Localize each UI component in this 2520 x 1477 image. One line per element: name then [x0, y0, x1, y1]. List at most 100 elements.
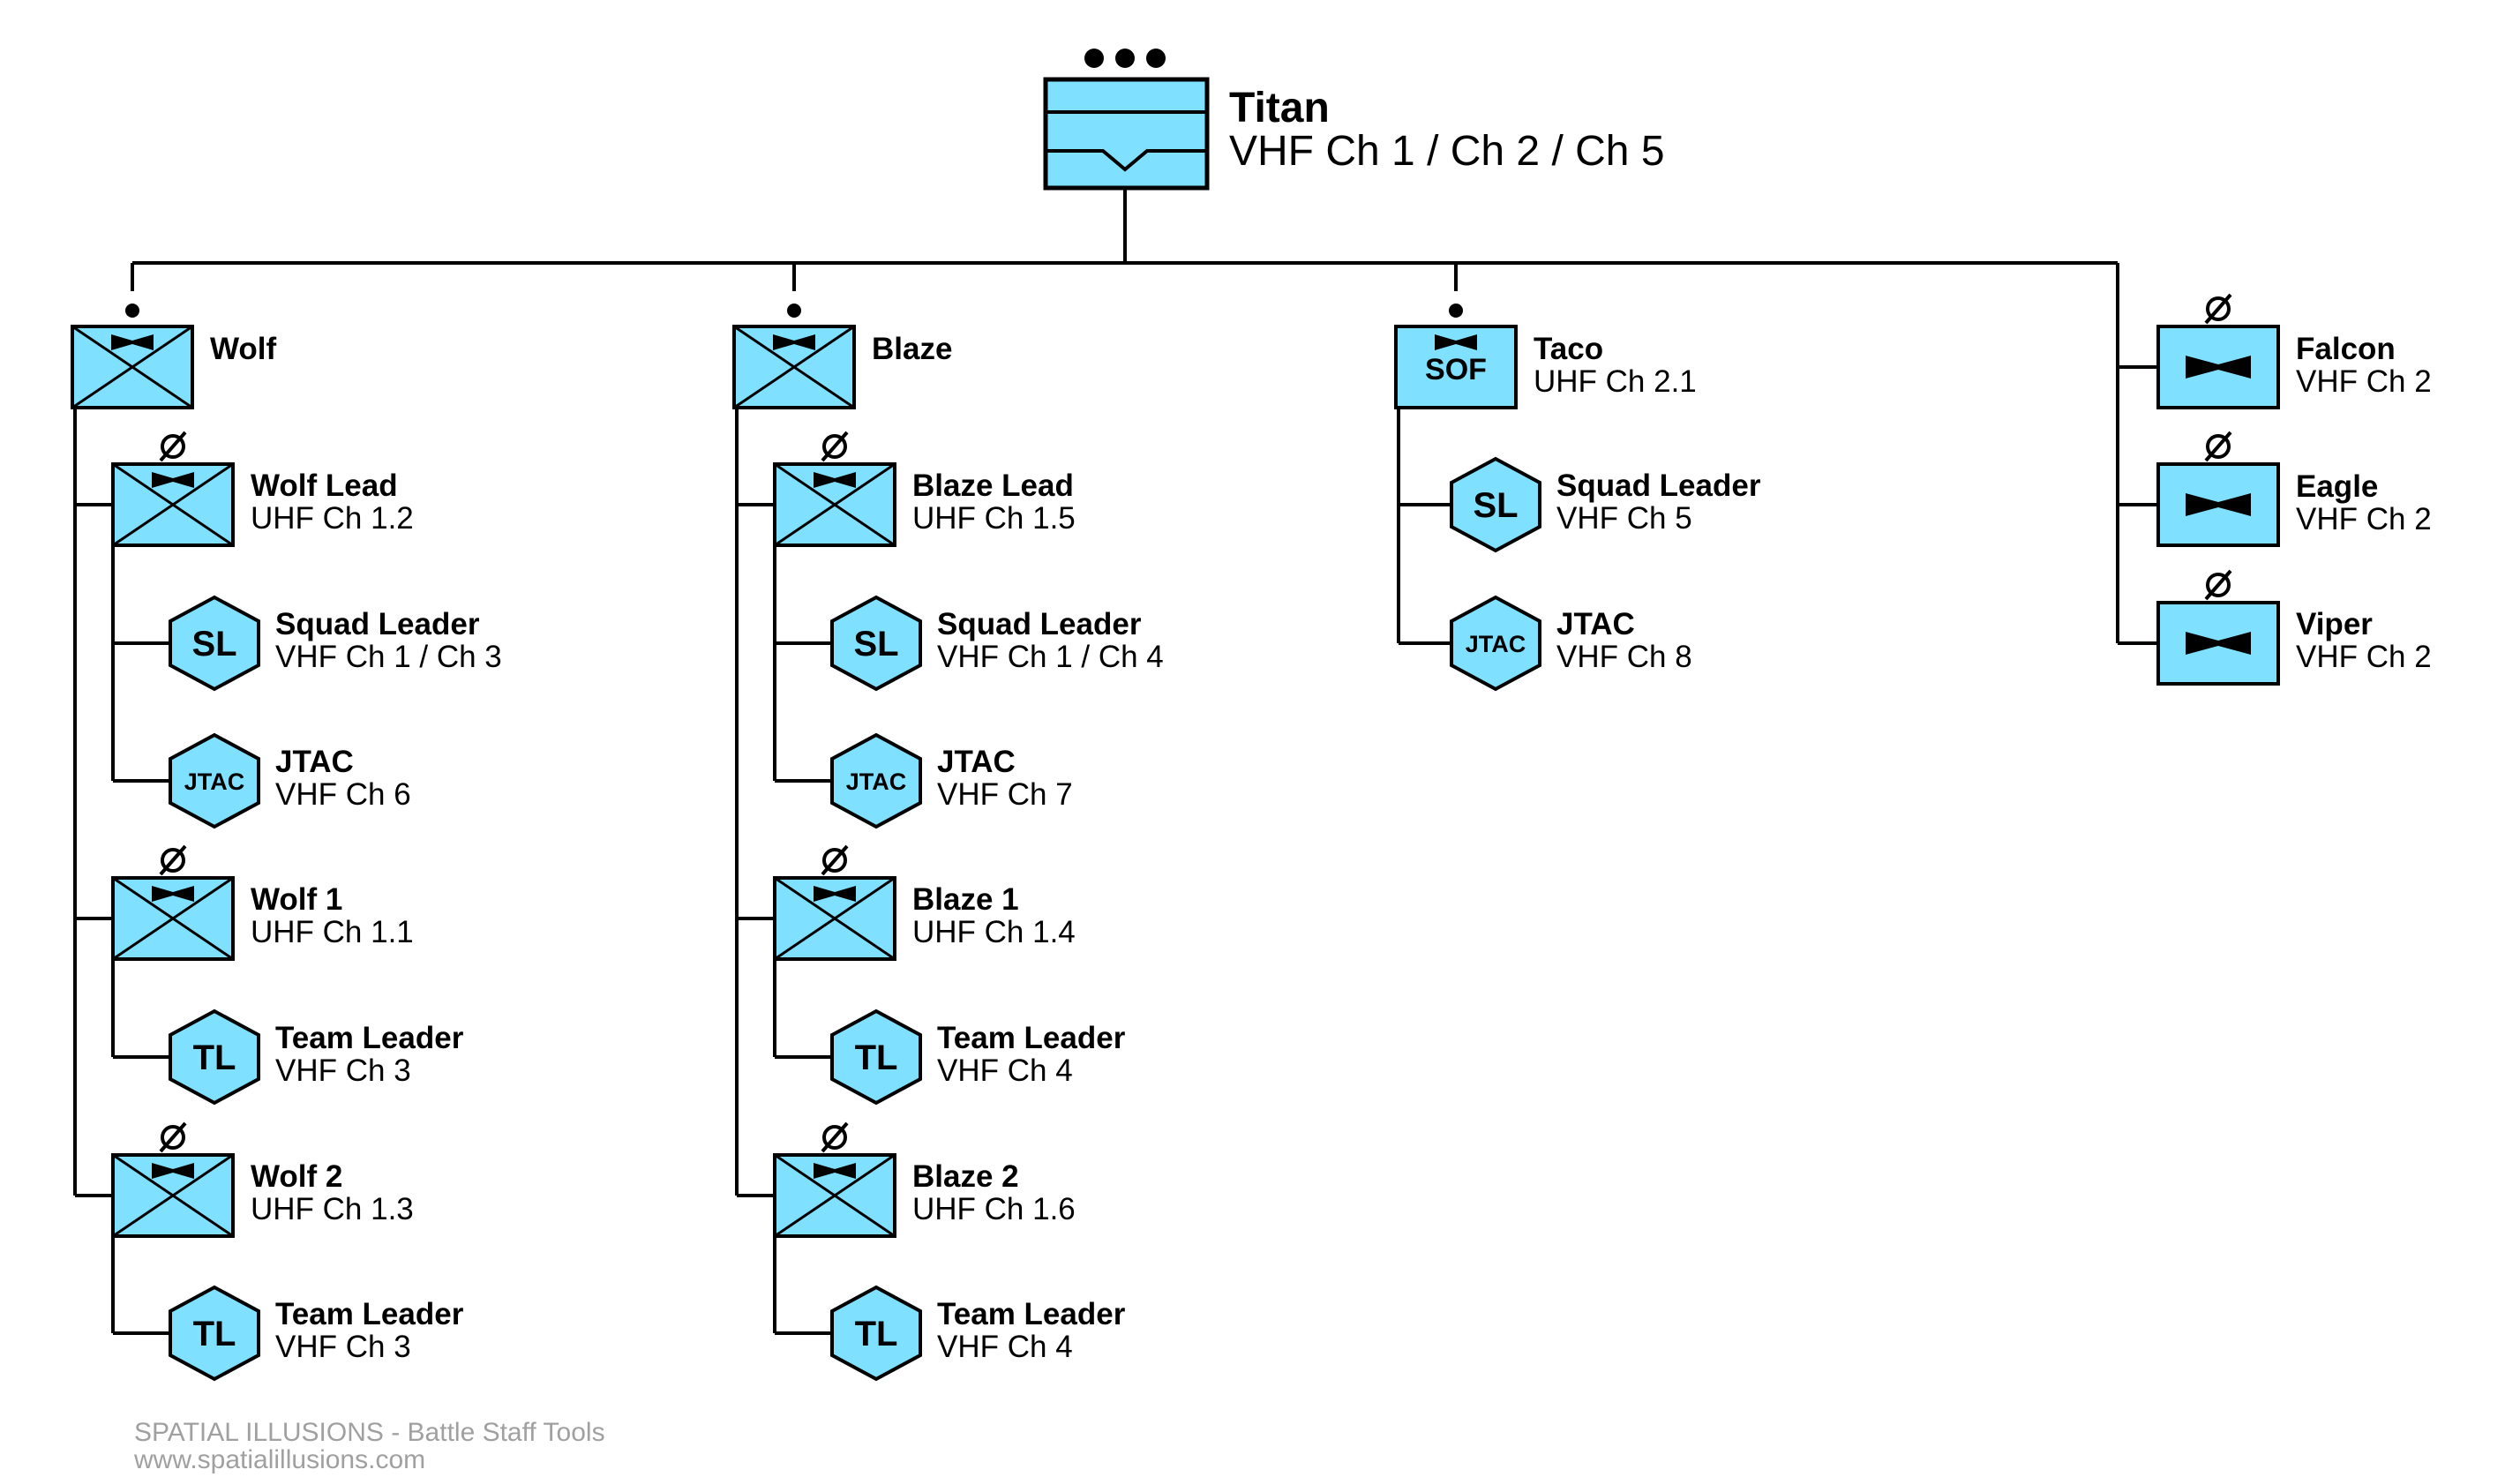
role-glyph: SL: [853, 625, 898, 664]
echelon-section-icon: [2204, 431, 2232, 462]
echelon-section-icon: [2204, 293, 2232, 325]
person-wolf-jtac: JTAC JTAC VHF Ch 6: [169, 733, 411, 828]
person-wolf-1-team-leader: TL Team Leader VHF Ch 3: [169, 1009, 464, 1105]
unit-name: Blaze 2: [912, 1159, 1019, 1194]
infantry-section-icon: [113, 464, 233, 545]
infantry-platoon-icon: [734, 326, 854, 408]
role-glyph: SL: [1473, 486, 1518, 525]
unit-wolf-lead: Wolf Lead UHF Ch 1.2: [113, 431, 414, 545]
infantry-section-icon: [113, 878, 233, 959]
echelon-section-icon: [821, 1121, 849, 1153]
person-blaze-squad-leader: SL Squad Leader VHF Ch 1 / Ch 4: [830, 596, 1164, 691]
person-name: JTAC: [275, 745, 354, 779]
unit-blaze-1: Blaze 1 UHF Ch 1.4: [775, 844, 1076, 959]
hq-name: Titan: [1229, 85, 1330, 131]
role-glyph: TL: [193, 1038, 236, 1077]
person-name: Squad Leader: [1556, 469, 1761, 503]
infantry-platoon-icon: [72, 326, 192, 408]
unit-freq: UHF Ch 1.5: [912, 501, 1076, 536]
footer-line-1: SPATIAL ILLUSIONS - Battle Staff Tools: [134, 1418, 605, 1447]
echelon-dot-icon: [125, 304, 139, 318]
unit-name: Wolf: [210, 332, 277, 366]
infantry-section-icon: [113, 1155, 233, 1236]
role-glyph: TL: [193, 1315, 236, 1353]
role-glyph: TL: [855, 1315, 898, 1353]
echelon-dots-icon: [1084, 49, 1166, 68]
person-freq: VHF Ch 4: [937, 1330, 1073, 1364]
unit-name: Wolf Lead: [251, 469, 398, 503]
echelon-section-icon: [159, 431, 187, 462]
unit-blaze-lead: Blaze Lead UHF Ch 1.5: [775, 431, 1076, 545]
person-blaze-2-team-leader: TL Team Leader VHF Ch 4: [830, 1286, 1126, 1381]
unit-freq: UHF Ch 2.1: [1534, 364, 1697, 399]
unit-eagle: Eagle VHF Ch 2: [2156, 431, 2432, 547]
unit-viper: Viper VHF Ch 2: [2156, 569, 2432, 686]
echelon-section-icon: [821, 431, 849, 462]
unit-name: Blaze: [872, 332, 952, 366]
role-glyph: JTAC: [184, 768, 245, 795]
echelon-dot-icon: [1449, 304, 1463, 318]
person-taco-jtac: JTAC JTAC VHF Ch 8: [1450, 596, 1692, 691]
person-freq: VHF Ch 7: [937, 777, 1073, 812]
unit-name: Blaze 1: [912, 882, 1019, 917]
unit-freq: UHF Ch 1.1: [251, 915, 414, 949]
role-glyph: JTAC: [1466, 631, 1526, 657]
unit-falcon: Falcon VHF Ch 2: [2156, 293, 2432, 409]
person-freq: VHF Ch 5: [1556, 501, 1692, 536]
echelon-section-icon: [821, 844, 849, 876]
role-glyph: TL: [855, 1038, 898, 1077]
person-freq: VHF Ch 6: [275, 777, 411, 812]
unit-name: Viper: [2296, 607, 2373, 641]
unit-wolf-1: Wolf 1 UHF Ch 1.1: [113, 844, 414, 959]
unit-name: Eagle: [2296, 469, 2378, 504]
person-name: JTAC: [937, 745, 1016, 779]
person-name: Squad Leader: [937, 607, 1142, 641]
sof-glyph: SOF: [1425, 353, 1487, 386]
unit-freq: UHF Ch 1.4: [912, 915, 1076, 949]
unit-wolf-2: Wolf 2 UHF Ch 1.3: [113, 1121, 414, 1236]
footer-credits: SPATIAL ILLUSIONS - Battle Staff Tools w…: [133, 1418, 605, 1474]
role-glyph: JTAC: [846, 768, 907, 795]
person-name: Team Leader: [275, 1021, 464, 1055]
unit-name: Wolf 2: [251, 1159, 342, 1194]
person-freq: VHF Ch 3: [275, 1330, 411, 1364]
echelon-section-icon: [159, 844, 187, 876]
person-name: Team Leader: [275, 1297, 464, 1331]
unit-freq: VHF Ch 2: [2296, 502, 2432, 536]
unit-name: Falcon: [2296, 332, 2396, 366]
person-freq: VHF Ch 4: [937, 1053, 1073, 1088]
echelon-dot-icon: [787, 304, 801, 318]
person-freq: VHF Ch 1 / Ch 4: [937, 640, 1164, 674]
unit-blaze-2: Blaze 2 UHF Ch 1.6: [775, 1121, 1076, 1236]
unit-taco: SOF Taco UHF Ch 2.1: [1394, 304, 1697, 409]
echelon-section-icon: [159, 1121, 187, 1153]
unit-freq: UHF Ch 1.6: [912, 1192, 1076, 1226]
person-blaze-1-team-leader: TL Team Leader VHF Ch 4: [830, 1009, 1126, 1105]
person-freq: VHF Ch 8: [1556, 640, 1692, 674]
unit-freq: VHF Ch 2: [2296, 640, 2432, 674]
person-name: Team Leader: [937, 1297, 1126, 1331]
unit-blaze: Blaze: [734, 304, 952, 408]
hq-node-titan: Titan VHF Ch 1 / Ch 2 / Ch 5: [1043, 49, 1665, 191]
unit-name: Wolf 1: [251, 882, 342, 917]
connector-lines: [73, 188, 2158, 1335]
unit-wolf: Wolf: [72, 304, 277, 408]
person-taco-squad-leader: SL Squad Leader VHF Ch 5: [1450, 457, 1761, 552]
person-name: JTAC: [1556, 607, 1635, 641]
echelon-section-icon: [2204, 569, 2232, 601]
role-glyph: SL: [191, 625, 236, 664]
infantry-section-icon: [775, 464, 895, 545]
unit-name: Taco: [1534, 332, 1603, 366]
person-freq: VHF Ch 3: [275, 1053, 411, 1088]
person-blaze-jtac: JTAC JTAC VHF Ch 7: [830, 733, 1073, 828]
headquarters-symbol-icon: [1043, 77, 1210, 191]
person-name: Team Leader: [937, 1021, 1126, 1055]
unit-freq: UHF Ch 1.2: [251, 501, 414, 536]
hq-freq: VHF Ch 1 / Ch 2 / Ch 5: [1229, 128, 1665, 175]
unit-freq: UHF Ch 1.3: [251, 1192, 414, 1226]
unit-name: Blaze Lead: [912, 469, 1074, 503]
person-wolf-2-team-leader: TL Team Leader VHF Ch 3: [169, 1286, 464, 1381]
person-wolf-squad-leader: SL Squad Leader VHF Ch 1 / Ch 3: [169, 596, 502, 691]
footer-line-2: www.spatialillusions.com: [133, 1445, 425, 1474]
